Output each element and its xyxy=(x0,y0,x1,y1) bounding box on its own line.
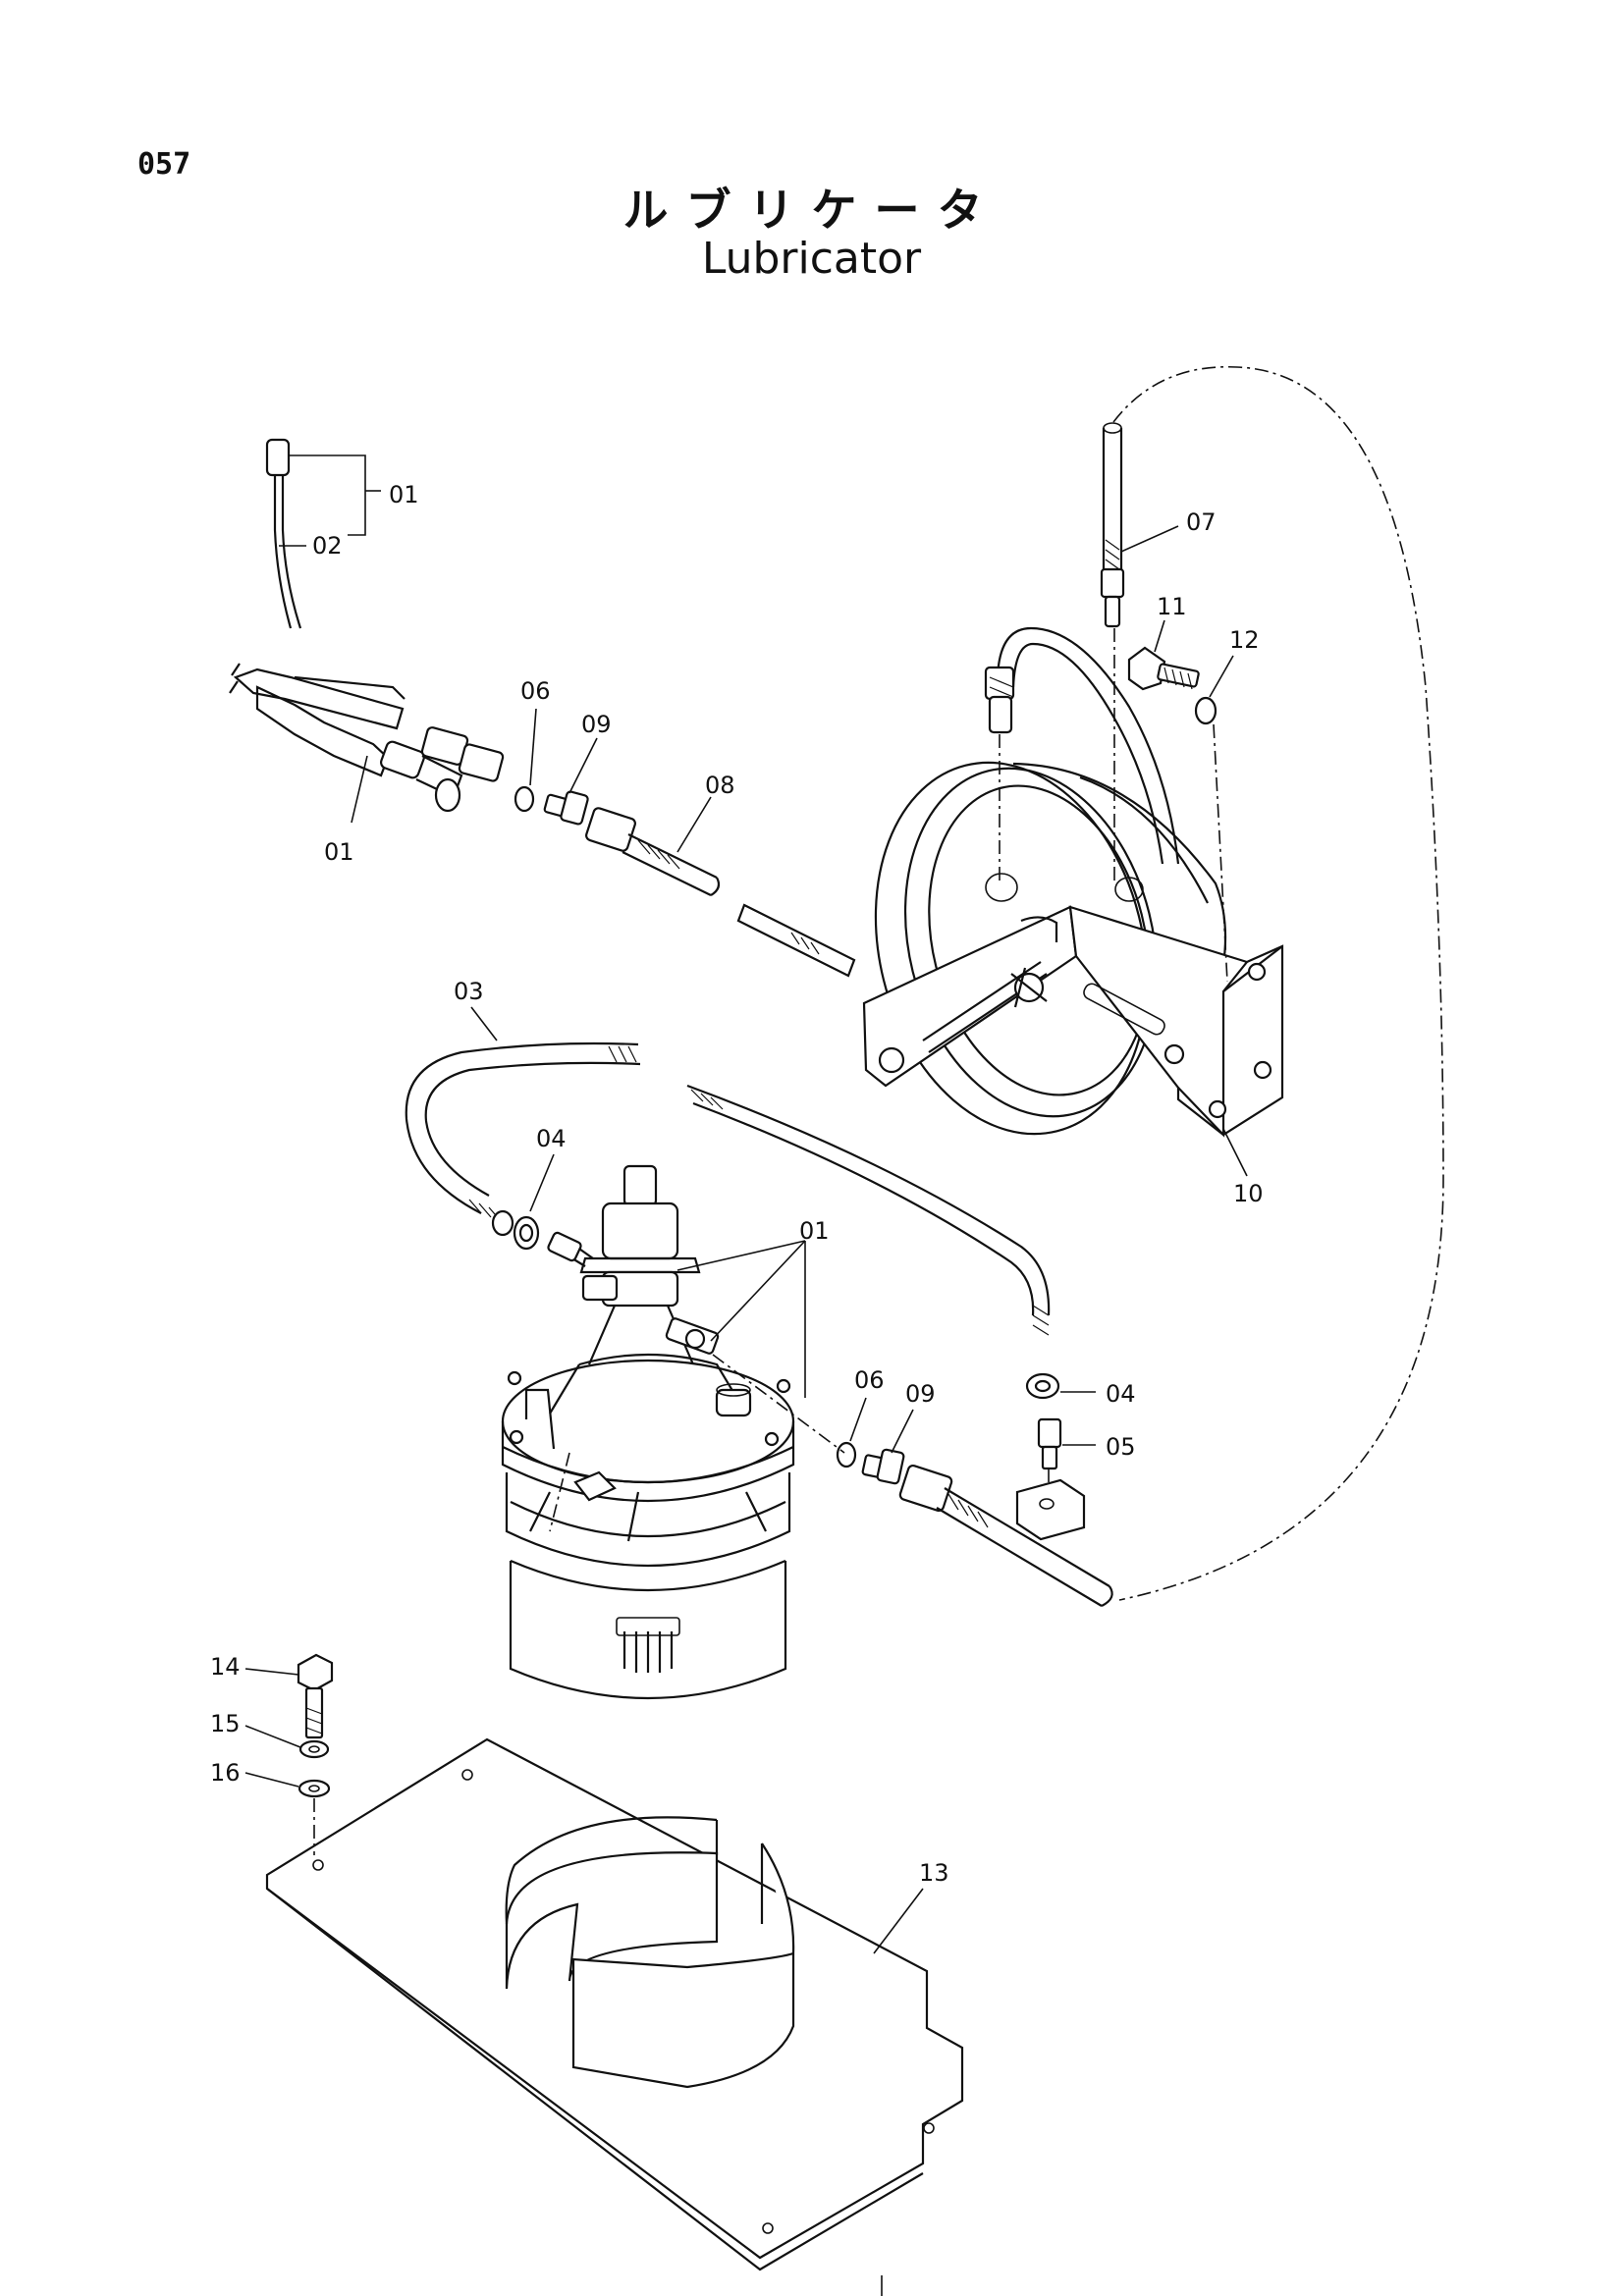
leader-line xyxy=(1154,619,1165,653)
leader-line xyxy=(873,1888,924,1954)
callout-16: 16 xyxy=(210,1759,241,1787)
hose-fitting-part xyxy=(984,666,1015,734)
leader-line xyxy=(244,1668,299,1676)
connector-block-part xyxy=(1015,1478,1086,1541)
swivel-joint-part xyxy=(1100,422,1125,628)
page-number: 057 xyxy=(137,147,191,182)
callout-10: 10 xyxy=(1233,1180,1264,1207)
center-line xyxy=(712,1354,845,1454)
grease-gun-part xyxy=(229,663,505,813)
hose-part xyxy=(996,626,1180,865)
leader-line xyxy=(470,1006,498,1041)
leader-line xyxy=(351,755,368,824)
nipple-fitting-part xyxy=(1037,1417,1062,1470)
callout-01-pump: 01 xyxy=(799,1217,830,1245)
callout-04-upper: 04 xyxy=(536,1125,567,1152)
leader-line xyxy=(891,1409,914,1454)
callout-11: 11 xyxy=(1157,593,1187,620)
callout-15: 15 xyxy=(210,1710,241,1737)
page-title-japanese: ルブリケータ xyxy=(622,184,1001,237)
hose-reel-part xyxy=(862,761,1284,1138)
washer-part xyxy=(514,785,535,813)
callout-06-lower: 06 xyxy=(854,1366,885,1394)
leader-line xyxy=(244,1725,301,1748)
adapter-fitting-part xyxy=(861,1448,905,1485)
spring-washer-part xyxy=(298,1739,330,1759)
bolt-part xyxy=(1127,646,1200,691)
leader-line xyxy=(676,796,712,853)
callout-02: 02 xyxy=(312,532,343,560)
callout-03: 03 xyxy=(454,978,484,1005)
nozzle-tip-part xyxy=(265,438,302,629)
callout-12: 12 xyxy=(1229,626,1260,654)
flat-washer-part xyxy=(298,1779,331,1798)
connection-path xyxy=(1112,365,1444,1601)
leader-line xyxy=(710,1240,806,1342)
leader-line xyxy=(1222,1128,1248,1177)
lubricator-pump-part xyxy=(501,1164,795,1700)
callout-09-lower: 09 xyxy=(905,1380,936,1408)
callout-07: 07 xyxy=(1186,508,1217,536)
callout-06-upper: 06 xyxy=(520,677,551,705)
hose-clamp-part xyxy=(1025,1372,1060,1400)
callout-08: 08 xyxy=(705,772,735,799)
leader-line xyxy=(529,708,537,786)
hose-part xyxy=(736,903,856,978)
leader-line xyxy=(244,1772,299,1788)
adapter-fitting-part xyxy=(543,790,589,826)
hose-clamp-part xyxy=(513,1215,540,1251)
center-line xyxy=(1213,723,1228,983)
leader-line xyxy=(568,737,598,794)
callout-05: 05 xyxy=(1106,1433,1136,1461)
callout-09-upper: 09 xyxy=(581,711,612,738)
callout-13: 13 xyxy=(919,1859,949,1887)
callout-14: 14 xyxy=(210,1653,241,1681)
callout-01-grease-gun: 01 xyxy=(324,838,354,866)
washer-part xyxy=(1194,696,1217,725)
callout-04-lower: 04 xyxy=(1106,1380,1136,1408)
leader-line xyxy=(676,1240,806,1271)
washer-part xyxy=(836,1441,857,1468)
leader-line xyxy=(289,454,366,536)
page-title: Lubricator xyxy=(701,234,922,284)
hex-bolt-part xyxy=(297,1653,334,1739)
hose-part xyxy=(585,807,721,896)
callout-01-nozzle: 01 xyxy=(389,481,419,508)
leader-line xyxy=(849,1397,867,1442)
hose-part xyxy=(405,1041,641,1237)
hose-part xyxy=(686,1084,1051,1336)
center-line xyxy=(549,1452,570,1532)
leader-line xyxy=(529,1153,555,1212)
leader-line xyxy=(1209,655,1234,698)
hose-part xyxy=(898,1464,1113,1607)
base-plate-part xyxy=(265,1737,964,2271)
leader-line xyxy=(1120,525,1179,553)
